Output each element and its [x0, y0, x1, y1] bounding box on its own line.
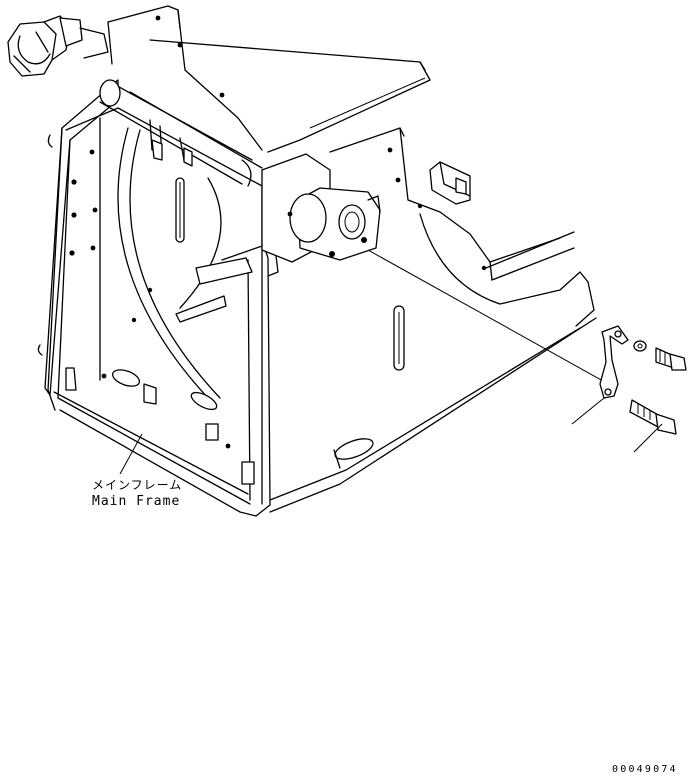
- top-left-upright: [107, 5, 263, 151]
- mounting-bracket: [599, 325, 629, 399]
- long-bolt: [629, 399, 677, 435]
- bracket-leader-line: [367, 249, 613, 387]
- cross-tube: [99, 79, 263, 187]
- main-frame-label-en: Main Frame: [92, 494, 181, 509]
- frame-slots: [111, 177, 405, 460]
- left-side-plate: [37, 79, 119, 411]
- bolt-callout-line: [633, 423, 663, 453]
- upper-rear-beam: [149, 39, 431, 153]
- main-frame-label-jp: メインフレーム: [92, 478, 183, 492]
- washer: [633, 340, 647, 352]
- right-rear-rail: [329, 127, 575, 281]
- short-bolt: [655, 347, 687, 371]
- bracket-callout-line: [571, 397, 605, 425]
- frame-brackets: [65, 213, 267, 485]
- main-frame-leader: [119, 433, 143, 475]
- upper-right-clip: [429, 161, 471, 205]
- document-number: 00049074: [612, 764, 678, 775]
- center-bearing-housing: [261, 153, 381, 277]
- left-bearing-housing: [7, 15, 109, 77]
- front-frame-panel: [53, 107, 271, 517]
- rear-floor-plate: [269, 213, 597, 513]
